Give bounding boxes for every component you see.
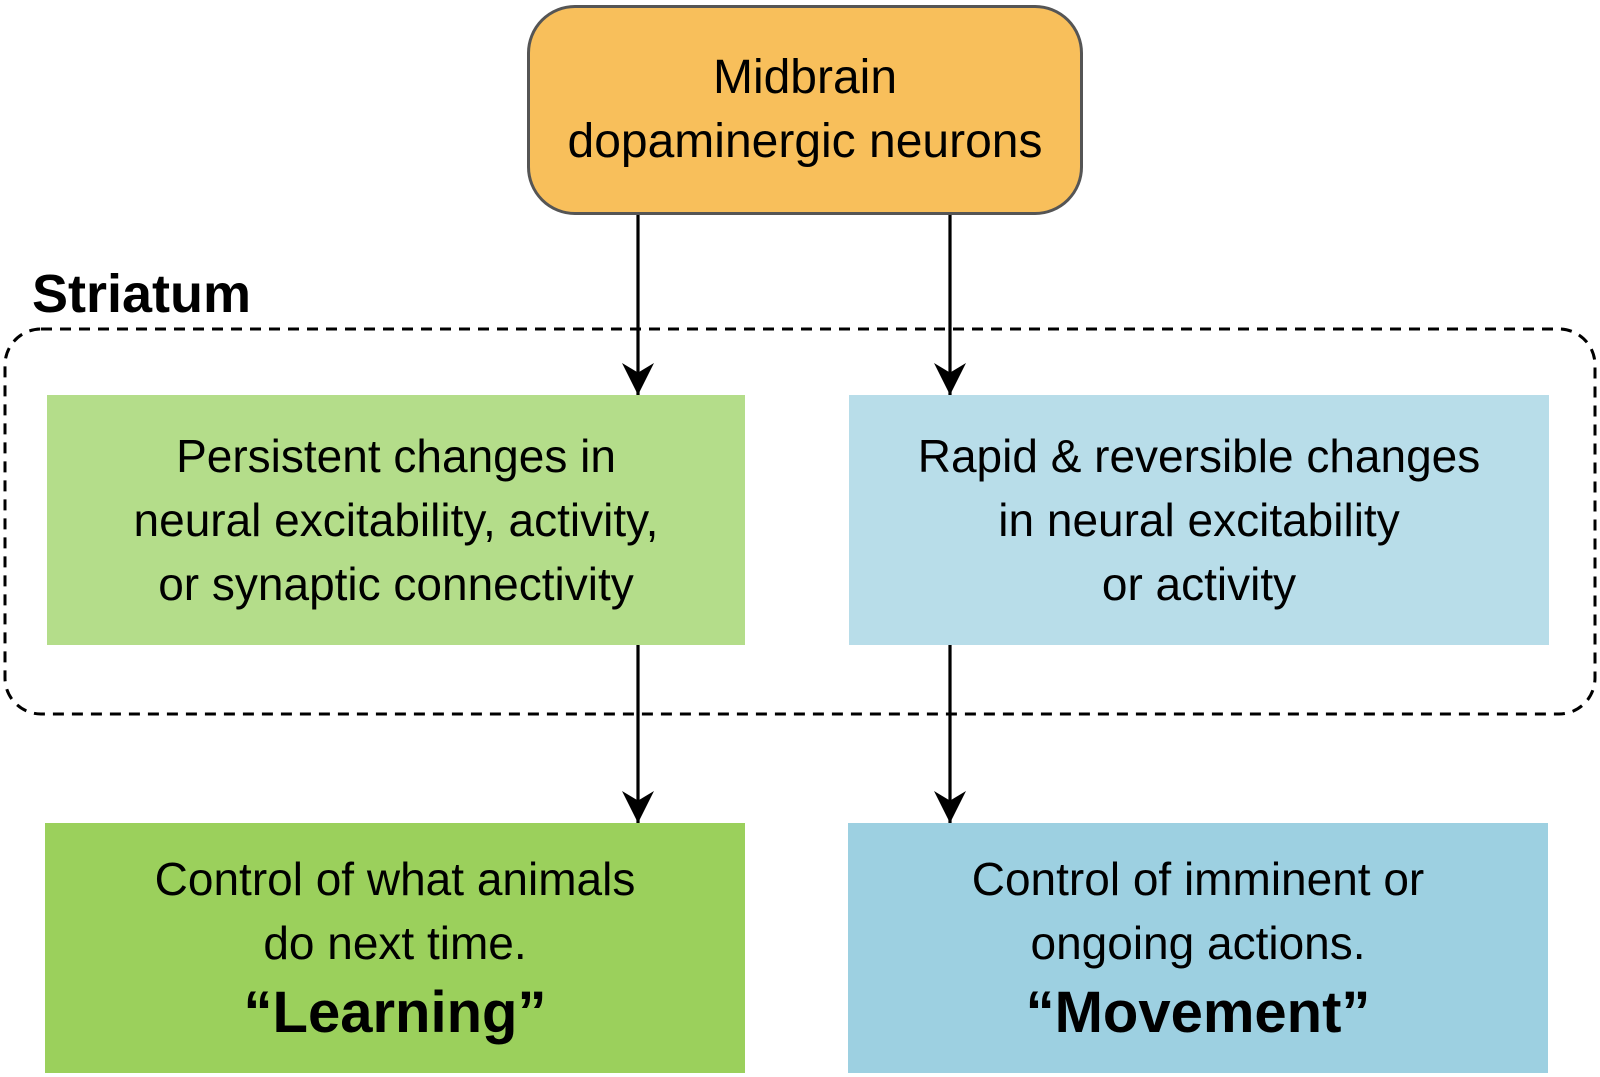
movement-label: “Movement” (1025, 980, 1371, 1045)
node-text-line: neural excitability, activity, (133, 494, 659, 546)
rapid-reversible-changes-node: Rapid & reversible changes in neural exc… (849, 395, 1549, 645)
midbrain-dopaminergic-neurons-node: Midbrain dopaminergic neurons (527, 5, 1083, 215)
striatum-label: Striatum (32, 264, 252, 324)
learning-node: Control of what animals do next time. “L… (45, 823, 745, 1073)
node-text-line: do next time. (263, 917, 527, 969)
node-text-line: or synaptic connectivity (158, 558, 634, 610)
node-text-line: in neural excitability (998, 494, 1400, 546)
movement-node: Control of imminent or ongoing actions. … (848, 823, 1548, 1073)
node-text-line: dopaminergic neurons (567, 115, 1043, 168)
node-text-line: Persistent changes in (176, 430, 616, 482)
node-text-line: or activity (1101, 558, 1297, 610)
striatum-region (3, 327, 1597, 716)
persistent-changes-node: Persistent changes in neural excitabilit… (47, 395, 745, 645)
learning-label: “Learning” (243, 980, 547, 1045)
node-text-line: Midbrain (712, 51, 898, 104)
node-text-line: Control of imminent or (971, 853, 1425, 905)
node-text-line: Rapid & reversible changes (917, 430, 1481, 482)
node-text-line: ongoing actions. (1030, 917, 1366, 969)
node-text-line: Control of what animals (154, 853, 636, 905)
